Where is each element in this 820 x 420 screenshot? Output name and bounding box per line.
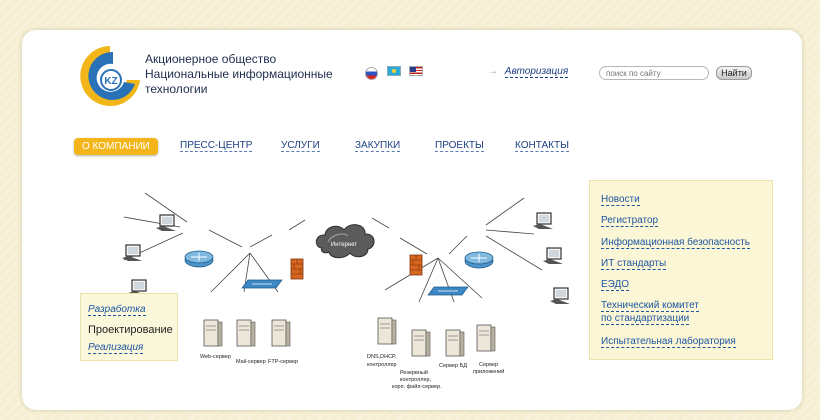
web-server-icon: [203, 319, 223, 347]
sidebar-link-news: Новости: [601, 193, 640, 206]
stages-panel: Разработка Проектирование Реализация: [80, 293, 178, 361]
stage-current-design: Проектирование: [88, 324, 173, 336]
mail-server-label: Mail-сервер: [236, 359, 266, 365]
sidebar-link-it-standards-text[interactable]: ИТ стандарты: [601, 258, 667, 270]
sidebar-links-panel: Новости Регистратор Информационная безоп…: [589, 180, 773, 360]
backup-server-label-line-1: Резервный: [400, 369, 428, 376]
mail-server-icon: [236, 319, 256, 347]
nav-item-about[interactable]: О КОМПАНИИ: [74, 138, 158, 155]
switch-icon: [427, 286, 469, 296]
workstation-icon: [532, 212, 554, 230]
search-input[interactable]: [599, 66, 709, 80]
sidebar-link-registrar-text[interactable]: Регистратор: [601, 215, 659, 227]
workstation-icon: [121, 244, 143, 262]
ru-flag-icon[interactable]: [365, 67, 378, 80]
org-title-line-2: Национальные информационные: [145, 67, 333, 81]
firewall-icon: [409, 254, 423, 276]
ftp-server-label: FTP-сервер: [268, 359, 298, 365]
search-button[interactable]: Найти: [716, 66, 752, 80]
main-nav: О КОМПАНИИ ПРЕСС-ЦЕНТР УСЛУГИ ЗАКУПКИ ПР…: [22, 138, 802, 158]
sidebar-link-eedo: ЕЭДО: [601, 278, 630, 291]
org-title-line-1: Акционерное общество: [145, 52, 277, 66]
nav-item-contacts[interactable]: КОНТАКТЫ: [515, 140, 569, 152]
sidebar-link-committee-line-2[interactable]: по стандартизации: [601, 313, 690, 325]
sidebar-link-lab: Испытательная лаборатория: [601, 335, 736, 348]
arrow-right-icon: →: [488, 66, 498, 77]
auth-block: → Авторизация: [488, 66, 569, 78]
cloud-label: Интернет: [331, 242, 357, 248]
diagram-links: [123, 192, 543, 303]
org-title-line-3: технологии: [145, 82, 208, 96]
logo-text: KZ: [104, 76, 117, 87]
firewall-icon: [290, 258, 304, 280]
nav-item-projects[interactable]: ПРОЕКТЫ: [435, 140, 484, 152]
org-title: Акционерное общество Национальные информ…: [145, 52, 345, 97]
sidebar-link-registrar: Регистратор: [601, 214, 659, 227]
sidebar-link-committee: Технический комитет по стандартизации: [601, 299, 699, 325]
ftp-server-icon: [271, 319, 291, 347]
dns-server-icon: [377, 317, 397, 345]
router-icon: [464, 251, 494, 269]
internet-cloud-icon: Интернет: [315, 224, 375, 259]
nav-item-purchases[interactable]: ЗАКУПКИ: [355, 140, 401, 152]
db-server-label: Сервер БД: [439, 363, 467, 369]
app-server-label-line-1: Сервер: [479, 362, 498, 368]
network-diagram: Интернет Web-сервер Mail-сервер FTP-серв…: [121, 192, 571, 390]
us-flag-icon[interactable]: [409, 66, 423, 76]
dns-server-label-line-2: контроллер: [367, 362, 397, 368]
sidebar-link-it-standards: ИТ стандарты: [601, 257, 667, 270]
sidebar-link-committee-line-1[interactable]: Технический комитет: [601, 300, 699, 312]
nav-item-services[interactable]: УСЛУГИ: [281, 140, 320, 152]
switch-icon: [241, 279, 283, 289]
nav-item-press[interactable]: ПРЕСС-ЦЕНТР: [180, 140, 253, 152]
app-server-label-line-2: приложений: [473, 368, 504, 375]
backup-server-label-line-3: корп. файл-сервер.: [392, 383, 442, 390]
company-logo[interactable]: KZ: [77, 42, 141, 112]
sidebar-link-lab-text[interactable]: Испытательная лаборатория: [601, 336, 736, 348]
sidebar-link-infosec: Информационная безопасность: [601, 236, 751, 249]
db-server-icon: [445, 329, 465, 357]
backup-server-icon: [411, 329, 431, 357]
stage-link-implementation[interactable]: Реализация: [88, 342, 144, 354]
kz-flag-icon[interactable]: [387, 66, 401, 76]
workstation-icon: [542, 247, 564, 265]
backup-server-label-line-2: контроллер,: [400, 377, 432, 383]
web-server-label: Web-сервер: [200, 354, 231, 360]
auth-link[interactable]: Авторизация: [504, 66, 569, 78]
dns-server-label-line-1: DNS,DHCP,: [367, 354, 397, 360]
app-server-icon: [476, 324, 496, 352]
router-icon: [184, 250, 214, 268]
sidebar-link-infosec-text[interactable]: Информационная безопасность: [601, 237, 751, 249]
sidebar-link-eedo-text[interactable]: ЕЭДО: [601, 279, 630, 291]
workstation-icon: [549, 287, 571, 305]
sidebar-link-news-text[interactable]: Новости: [601, 194, 640, 206]
page-container: KZ Акционерное общество Национальные инф…: [22, 30, 802, 410]
stage-link-development[interactable]: Разработка: [88, 304, 146, 316]
